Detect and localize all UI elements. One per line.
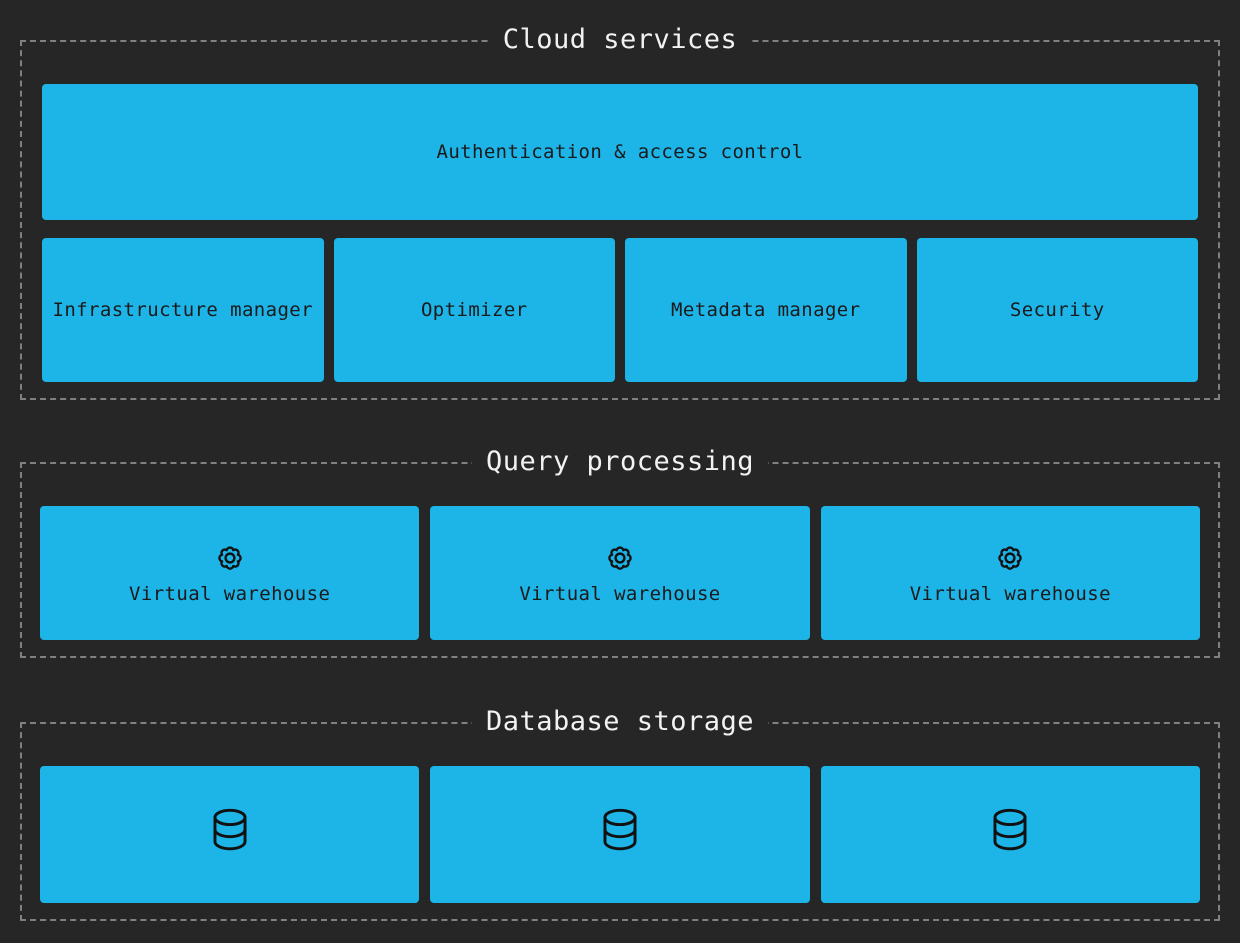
node-label: Security bbox=[1009, 298, 1105, 321]
node-optimizer[interactable]: Optimizer bbox=[333, 238, 615, 382]
node-virtual-warehouse-2[interactable]: Virtual warehouse bbox=[430, 506, 810, 640]
node-metadata-manager[interactable]: Metadata manager bbox=[625, 238, 907, 382]
gear-icon bbox=[603, 541, 637, 575]
section-cloud-services: Cloud services Authentication & access c… bbox=[20, 25, 1220, 400]
node-infrastructure-manager[interactable]: Infrastructure manager bbox=[42, 238, 324, 382]
node-database-storage-2[interactable] bbox=[430, 766, 810, 903]
database-icon bbox=[208, 807, 252, 855]
node-label: Metadata manager bbox=[671, 298, 861, 321]
section-legend-cloud-services: Cloud services bbox=[488, 25, 752, 53]
section-legend-query-processing: Query processing bbox=[471, 447, 769, 475]
node-label: Authentication & access control bbox=[436, 140, 804, 163]
node-label: Optimizer bbox=[420, 298, 528, 321]
node-virtual-warehouse-1[interactable]: Virtual warehouse bbox=[40, 506, 420, 640]
database-icon bbox=[598, 807, 642, 855]
section-query-processing: Query processing Virtual warehouse bbox=[20, 447, 1220, 658]
node-label: Virtual warehouse bbox=[129, 582, 331, 605]
node-label: Virtual warehouse bbox=[909, 582, 1111, 605]
node-label: Infrastructure manager bbox=[52, 298, 313, 321]
gear-icon bbox=[213, 541, 247, 575]
node-database-storage-1[interactable] bbox=[40, 766, 420, 903]
node-virtual-warehouse-3[interactable]: Virtual warehouse bbox=[820, 506, 1200, 640]
node-authentication-access-control[interactable]: Authentication & access control bbox=[42, 84, 1198, 220]
section-database-storage: Database storage bbox=[20, 707, 1220, 921]
database-icon bbox=[988, 807, 1032, 855]
query-processing-node-row: Virtual warehouse Virtual warehouse bbox=[40, 506, 1200, 640]
node-security[interactable]: Security bbox=[916, 238, 1198, 382]
node-label: Virtual warehouse bbox=[519, 582, 721, 605]
section-legend-database-storage: Database storage bbox=[471, 707, 769, 735]
node-database-storage-3[interactable] bbox=[820, 766, 1200, 903]
database-storage-node-row bbox=[40, 766, 1200, 903]
gear-icon bbox=[993, 541, 1027, 575]
cloud-services-node-row: Infrastructure manager Optimizer Metadat… bbox=[42, 238, 1198, 382]
